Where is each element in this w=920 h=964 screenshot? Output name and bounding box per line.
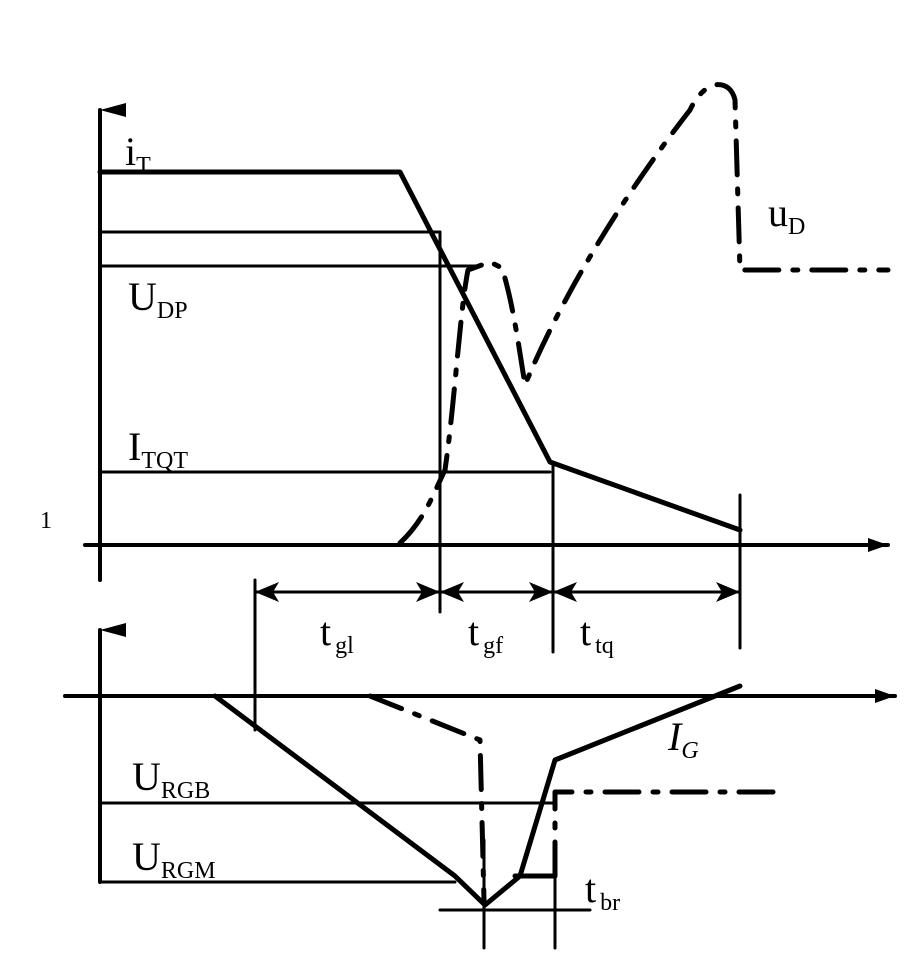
label-URGB: URGB: [132, 754, 210, 804]
gate-voltage-curve: [367, 693, 487, 903]
label-URGM: URGM: [132, 834, 216, 884]
label-uD: uD: [768, 190, 805, 240]
gate-voltage-recovery: [552, 789, 783, 879]
label-one: 1: [40, 508, 52, 534]
label-ITQT: ITQT: [128, 424, 188, 474]
gate-current-curve: [212, 683, 743, 908]
label-iT: iT: [125, 129, 151, 179]
label-IG: IG: [667, 714, 699, 764]
anode-voltage-curve: [397, 82, 891, 546]
anode-current-curve: [97, 169, 743, 533]
label-UDP: UDP: [128, 274, 188, 324]
